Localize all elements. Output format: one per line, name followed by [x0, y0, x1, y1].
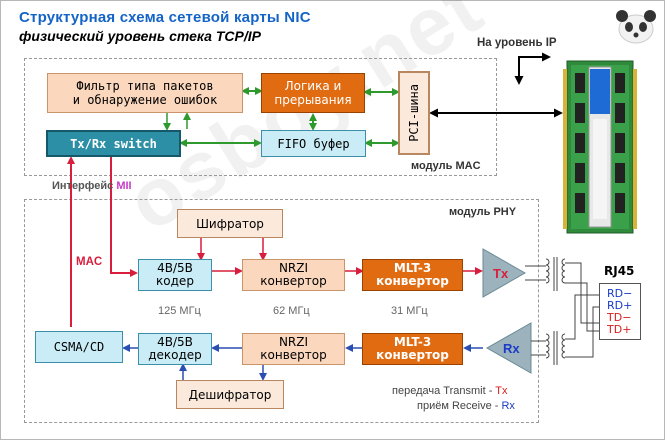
descrambler-box: Дешифратор — [176, 380, 284, 409]
panda-icon — [616, 10, 656, 44]
legend-receive: приём Receive - Rx — [417, 400, 515, 412]
pci-bus-box: PCI-шина — [398, 71, 430, 155]
rj45-pin-td-plus: TD+ — [607, 323, 632, 336]
packet-filter-box: Фильтр типа пакетов и обнаружение ошибок — [47, 73, 243, 113]
nrzi-rx-box: NRZI конвертор — [242, 333, 345, 365]
rj45-connector: RD− RD+ TD− TD+ — [599, 283, 641, 340]
rj45-pin-td-minus: TD− — [607, 311, 632, 324]
mac-label: MAC — [76, 256, 103, 268]
mii-interface-label: Интерфейс MII — [52, 180, 132, 192]
nrzi-tx-box: NRZI конвертор — [242, 259, 345, 291]
diagram-subtitle: физический уровень стека TCP/IP — [19, 28, 261, 44]
phy-module-frame — [24, 199, 539, 423]
scrambler-box: Шифратор — [177, 209, 283, 238]
tx-label: Tx — [493, 266, 509, 281]
rj45-pin-rd-minus: RD− — [607, 287, 633, 300]
rj45-pin-rd-plus: RD+ — [607, 299, 633, 312]
pci-bus-label: PCI-шина — [407, 84, 421, 142]
legend-transmit: передача Transmit - Tx — [392, 385, 507, 397]
to-ip-level-label: На уровень IP — [477, 37, 557, 49]
network-card-image — [563, 60, 637, 234]
fifo-buffer-box: FIFO буфер — [261, 130, 366, 157]
rj45-title: RJ45 — [604, 264, 635, 278]
csma-cd-box: CSMA/CD — [35, 331, 123, 363]
legend-receive-text: приём Receive - — [417, 400, 502, 412]
legend-transmit-code: Tx — [495, 385, 508, 397]
mii-name: MII — [116, 180, 132, 192]
mac-module-label: модуль MAC — [411, 160, 481, 172]
diagram-title: Структурная схема сетевой карты NIC — [19, 9, 311, 26]
freq-62-label: 62 МГц — [273, 305, 310, 317]
rx-label: Rx — [503, 341, 520, 356]
mii-prefix: Интерфейс — [52, 180, 117, 192]
freq-125-label: 125 МГц — [158, 305, 201, 317]
txrx-switch-box: Tx/Rx switch — [46, 130, 181, 157]
decoder-box: 4B/5B декодер — [138, 333, 212, 365]
freq-31-label: 31 МГц — [391, 305, 428, 317]
logic-interrupts-box: Логика и прерывания — [261, 73, 365, 113]
legend-receive-code: Rx — [501, 400, 515, 412]
mlt3-rx-box: MLT-3 конвертор — [362, 333, 463, 365]
phy-module-label: модуль PHY — [449, 206, 517, 218]
legend-transmit-text: передача Transmit - — [392, 385, 496, 397]
mlt3-tx-box: MLT-3 конвертор — [362, 259, 463, 291]
coder-box: 4B/5B кодер — [138, 259, 212, 291]
